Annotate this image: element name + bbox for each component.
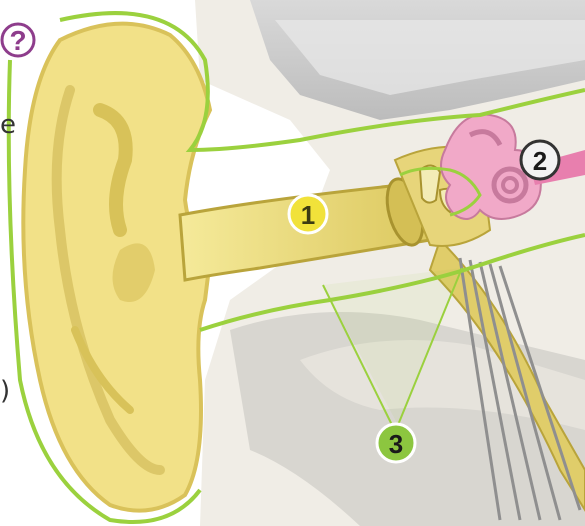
help-glyph: ? xyxy=(9,25,26,56)
marker-1-label: 1 xyxy=(301,200,315,230)
marker-3-label: 3 xyxy=(389,429,403,459)
help-icon[interactable]: ? xyxy=(2,24,34,56)
marker-1[interactable]: 1 xyxy=(289,195,327,233)
edge-glyph-paren: ) xyxy=(0,378,10,404)
marker-3[interactable]: 3 xyxy=(377,424,415,462)
edge-glyph-e: e xyxy=(0,112,16,138)
marker-2[interactable]: 2 xyxy=(521,141,559,179)
marker-2-label: 2 xyxy=(533,146,547,176)
